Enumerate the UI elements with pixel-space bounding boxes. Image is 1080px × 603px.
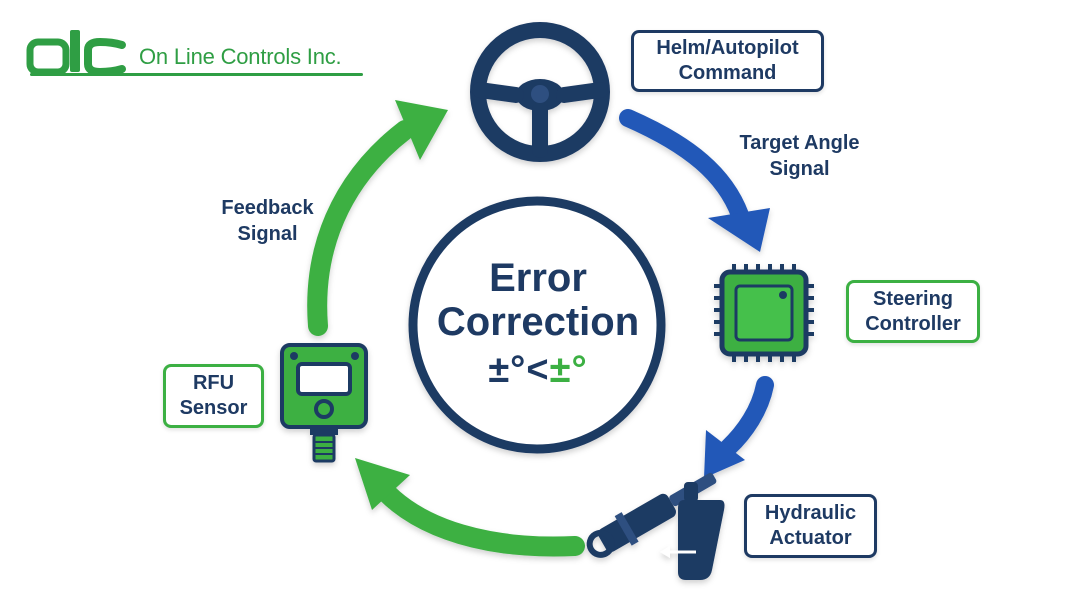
center-formula: ±°<±°: [488, 348, 587, 392]
rfu-sensor-label: RFU Sensor: [163, 364, 264, 428]
controller-label-line1: Steering: [872, 287, 954, 310]
steering-wheel-icon: [470, 22, 610, 162]
center-title-line1: Error: [489, 256, 587, 300]
return-arrow: [355, 458, 585, 557]
olc-logo-mark: [26, 30, 126, 77]
hydraulic-actuator-label: Hydraulic Actuator: [744, 494, 877, 558]
helm-label-line2: Command: [678, 62, 777, 84]
microchip-icon: [714, 264, 814, 362]
helm-command-label: Helm/Autopilot Command: [631, 30, 824, 92]
hydraulic-cylinder-icon: [586, 472, 725, 580]
rfu-sensor-icon: [280, 343, 368, 463]
helm-label-line1: Helm/Autopilot: [656, 37, 799, 59]
target-angle-signal-label: Target Angle Signal: [712, 130, 887, 182]
sensor-label-line2: Sensor: [179, 397, 248, 419]
feedback-signal-line1: Feedback: [221, 197, 314, 219]
actuator-label-line1: Hydraulic: [764, 502, 857, 524]
logo-underline: [30, 73, 363, 76]
formula-part2: ±°: [549, 349, 588, 391]
error-correction-ring: [408, 196, 666, 454]
steering-controller-label: Steering Controller: [846, 280, 980, 343]
company-name: On Line Controls Inc.: [139, 44, 342, 69]
controller-to-actuator-arrow: [704, 376, 774, 478]
controller-label-line2: Controller: [865, 312, 961, 335]
actuator-label-line2: Actuator: [769, 527, 852, 549]
target-signal-line1: Target Angle: [739, 132, 860, 154]
feedback-signal-label: Feedback Signal: [205, 195, 330, 247]
formula-part1: ±°: [488, 349, 527, 391]
target-signal-arrow: [619, 109, 770, 252]
center-title-line2: Correction: [436, 300, 640, 344]
error-correction-center: Error Correction ±°<±°: [408, 195, 668, 453]
target-signal-line2: Signal: [769, 158, 830, 180]
feedback-signal-line2: Signal: [237, 223, 298, 245]
feedback-arrow: [307, 100, 448, 336]
sensor-label-line1: RFU: [192, 372, 235, 394]
formula-operator: <: [526, 349, 550, 391]
